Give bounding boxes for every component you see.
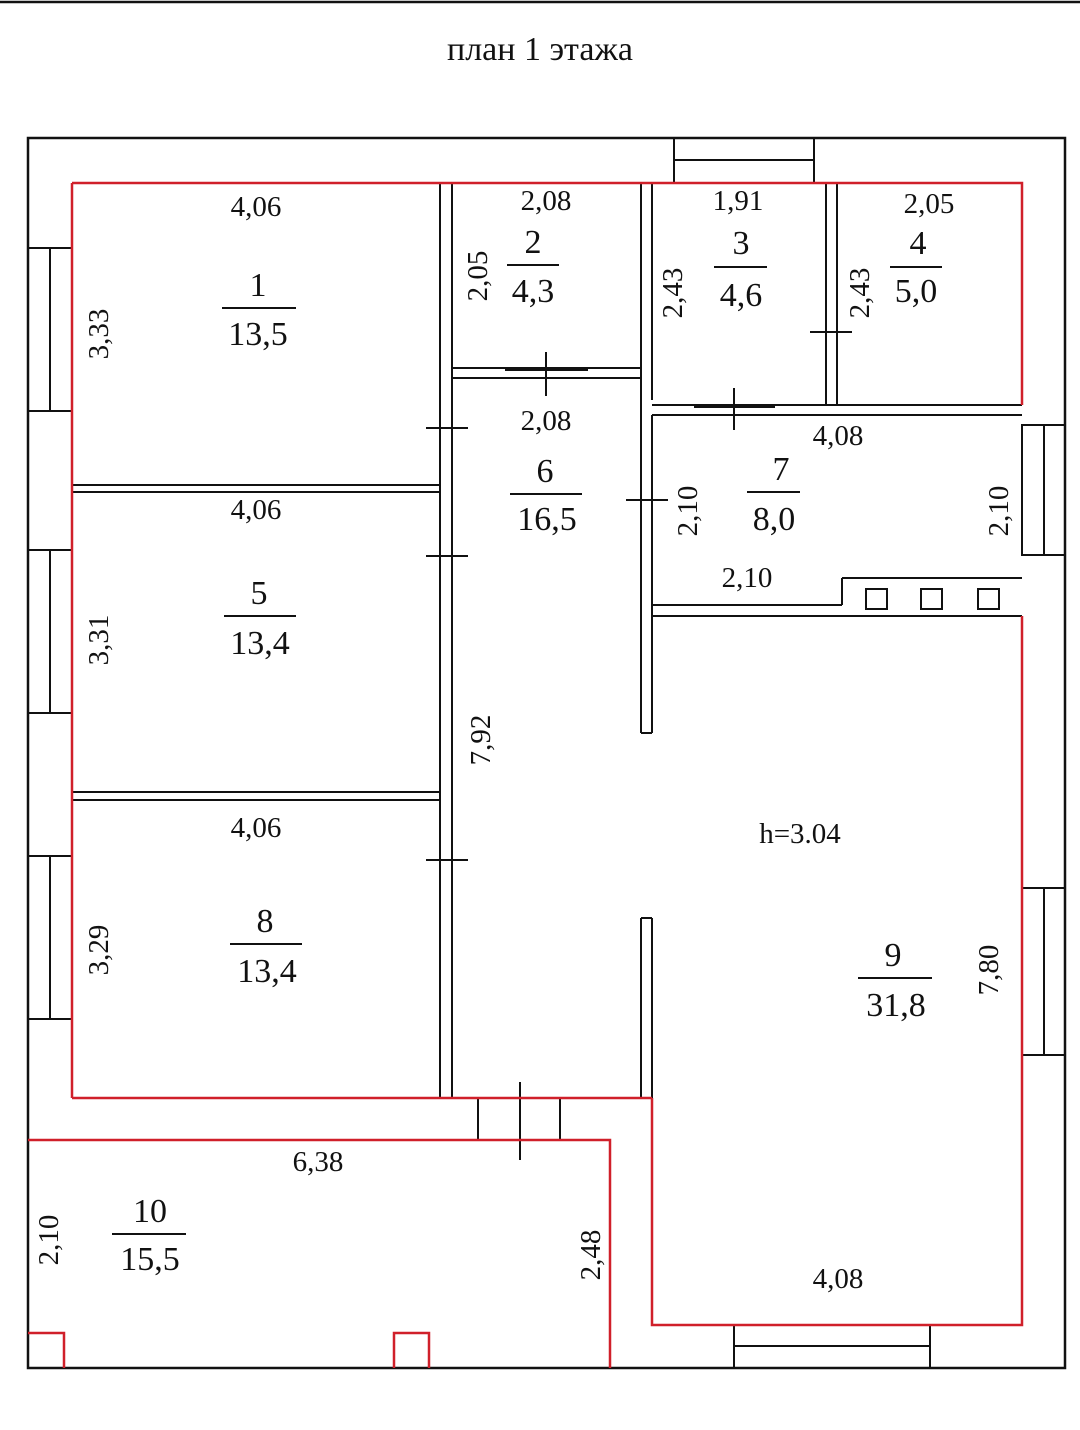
dim-r3-height: 2,43 bbox=[657, 268, 689, 319]
dim-r9-height: 7,80 bbox=[973, 945, 1005, 996]
room-9-number: 9 bbox=[885, 937, 902, 974]
door-marks bbox=[426, 331, 852, 1160]
outer-walls bbox=[26, 136, 1067, 1370]
room-6-area: 16,5 bbox=[517, 501, 577, 538]
dim-r7-width-bottom: 2,10 bbox=[722, 562, 773, 594]
room-9-area: 31,8 bbox=[866, 987, 926, 1024]
room-7-number: 7 bbox=[773, 451, 790, 488]
room-1-area: 13,5 bbox=[228, 316, 288, 353]
room-8-number: 8 bbox=[257, 903, 274, 940]
horizontal-dimensions: 4,06 2,08 1,91 2,05 2,08 4,08 4,06 2,10 … bbox=[231, 185, 955, 1295]
room-10-number: 10 bbox=[133, 1193, 167, 1230]
dim-r10-height-right: 2,48 bbox=[575, 1230, 607, 1281]
windows bbox=[27, 137, 1066, 1369]
ceiling-height-label: h=3.04 bbox=[759, 818, 841, 850]
dim-r7-height-left: 2,10 bbox=[672, 486, 704, 537]
dim-r8-width: 4,06 bbox=[231, 812, 282, 844]
dim-r5-width: 4,06 bbox=[231, 494, 282, 526]
room-2-area: 4,3 bbox=[512, 273, 555, 310]
vertical-dimensions: 3,33 2,05 2,43 2,43 2,10 2,10 3,31 7,92 … bbox=[33, 251, 1015, 1281]
vent-ducts bbox=[865, 588, 1000, 610]
dim-r9-width: 4,08 bbox=[813, 1263, 864, 1295]
room-8-area: 13,4 bbox=[237, 953, 297, 990]
room-9-label: 9 31,8 bbox=[858, 937, 932, 1024]
dim-r7-width-top: 4,08 bbox=[813, 420, 864, 452]
dim-r2-width: 2,08 bbox=[521, 185, 572, 217]
room-8-label: 8 13,4 bbox=[230, 903, 302, 990]
room-1-label: 1 13,5 bbox=[222, 267, 296, 353]
dim-r1-width: 4,06 bbox=[231, 191, 282, 223]
dim-r4-height: 2,43 bbox=[844, 268, 876, 319]
dim-r5-height: 3,31 bbox=[83, 615, 115, 666]
room-3-area: 4,6 bbox=[720, 277, 763, 314]
dim-r1-height: 3,33 bbox=[83, 309, 115, 360]
room-6-number: 6 bbox=[537, 453, 554, 490]
room-6-label: 6 16,5 bbox=[510, 453, 582, 538]
dim-r6-height: 7,92 bbox=[465, 715, 497, 766]
dim-r3-width: 1,91 bbox=[713, 185, 764, 217]
room-4-number: 4 bbox=[910, 225, 927, 262]
dim-r7-height-right: 2,10 bbox=[983, 486, 1015, 537]
room-outlines bbox=[28, 181, 1024, 1368]
dim-r10-width: 6,38 bbox=[293, 1146, 344, 1178]
room-4-label: 4 5,0 bbox=[890, 225, 942, 310]
room-1-number: 1 bbox=[250, 267, 267, 304]
room-10-label: 10 15,5 bbox=[112, 1193, 186, 1278]
plan-title: план 1 этажа bbox=[447, 31, 633, 68]
room-7-area: 8,0 bbox=[753, 501, 796, 538]
interior-walls bbox=[72, 183, 1022, 1099]
room-4-area: 5,0 bbox=[895, 273, 938, 310]
dim-r2-height: 2,05 bbox=[462, 251, 494, 302]
room-3-label: 3 4,6 bbox=[714, 225, 767, 314]
room-2-label: 2 4,3 bbox=[507, 224, 559, 310]
room-7-label: 7 8,0 bbox=[747, 451, 800, 538]
dim-r6-width: 2,08 bbox=[521, 405, 572, 437]
room-5-number: 5 bbox=[251, 575, 268, 612]
room-10-area: 15,5 bbox=[120, 1241, 180, 1278]
room-2-number: 2 bbox=[525, 224, 542, 261]
room-3-number: 3 bbox=[733, 225, 750, 262]
dim-r10-height-left: 2,10 bbox=[33, 1215, 65, 1266]
room-5-area: 13,4 bbox=[230, 625, 290, 662]
room-5-label: 5 13,4 bbox=[224, 575, 296, 662]
dim-r8-height: 3,29 bbox=[83, 925, 115, 976]
dim-r4-width: 2,05 bbox=[904, 188, 955, 220]
